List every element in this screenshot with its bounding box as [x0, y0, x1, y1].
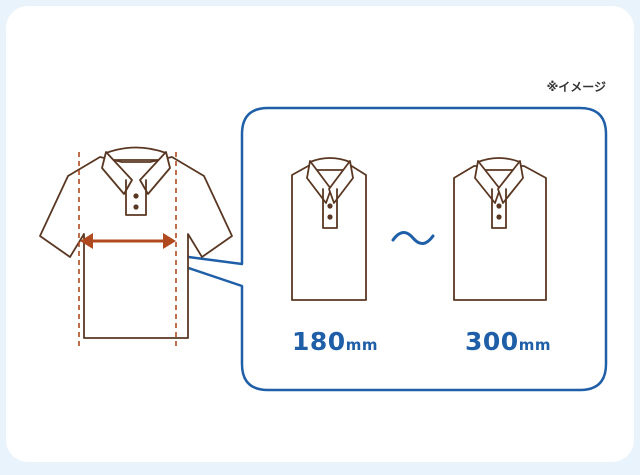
max-size-unit: mm	[519, 336, 551, 354]
folded-shirt-narrow-icon	[292, 158, 366, 300]
min-size-unit: mm	[346, 336, 378, 354]
min-size-value: 180	[292, 327, 346, 356]
polo-shirt-icon	[40, 148, 232, 339]
folded-shirt-wide-icon	[454, 158, 546, 300]
max-size-value: 300	[465, 327, 519, 356]
min-size-label: 180mm	[292, 327, 378, 356]
max-size-label: 300mm	[465, 327, 551, 356]
